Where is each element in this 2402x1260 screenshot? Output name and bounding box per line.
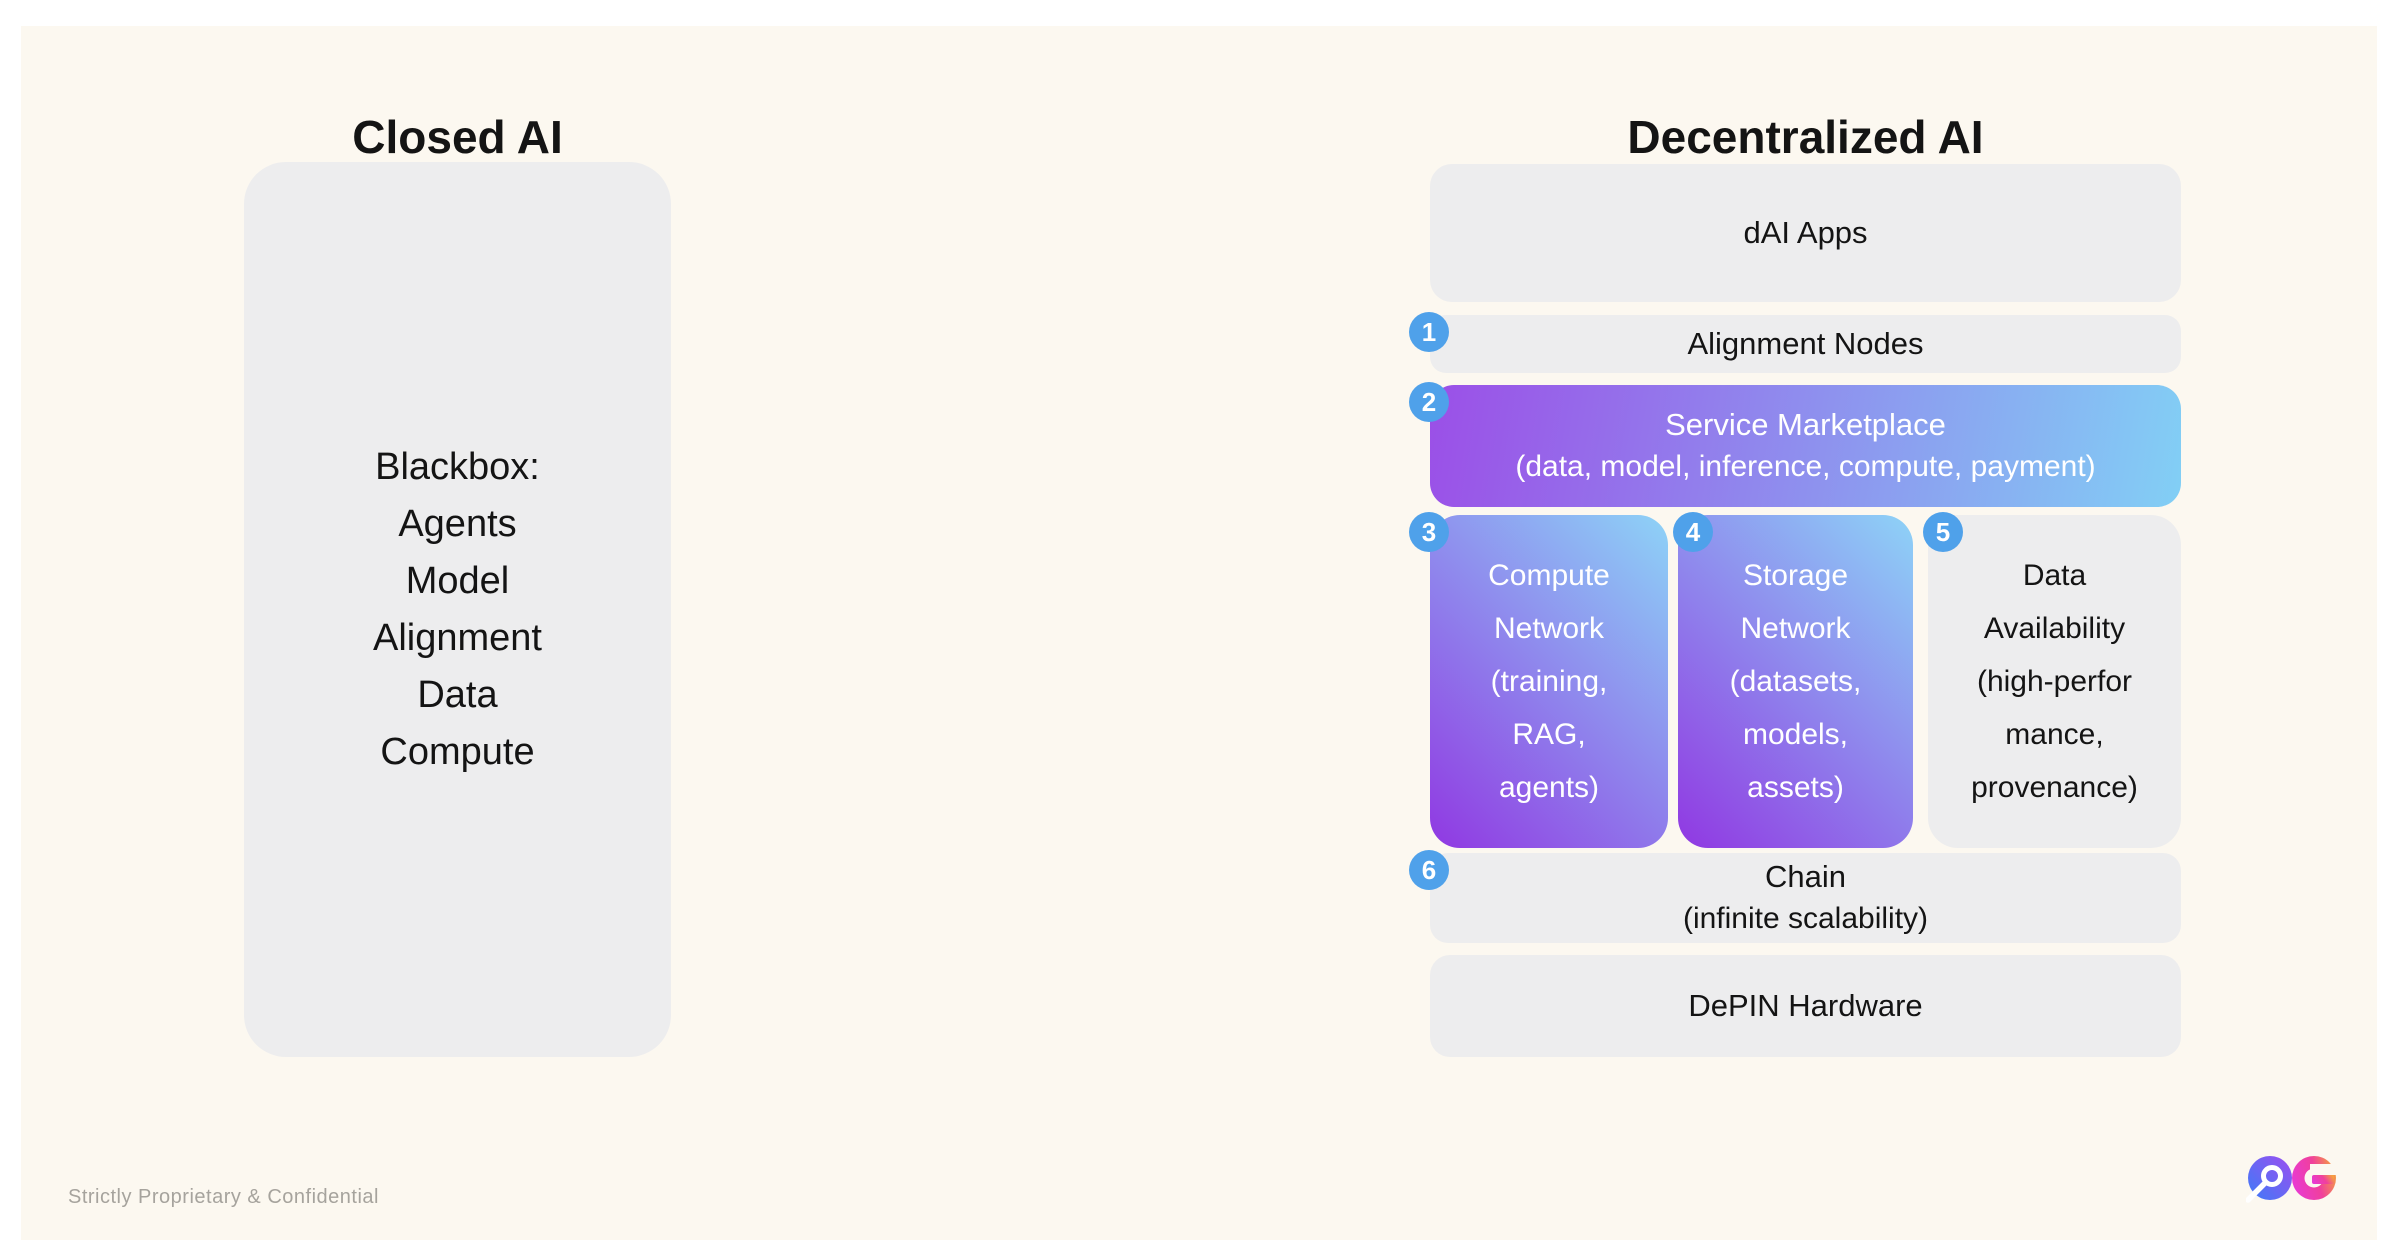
storage-network-text: Storage Network (datasets, models, asset… xyxy=(1729,559,1862,804)
storage-network-box: 4 Storage Network (datasets, models, ass… xyxy=(1673,512,1913,848)
dai-apps-box: dAI Apps xyxy=(1430,164,2181,302)
slide-background: Closed AI Blackbox: Agents Model Alignme… xyxy=(21,26,2377,1240)
logo-zero-glyph xyxy=(2246,1156,2292,1203)
data-availability-text: Data Availability (high-perfor mance, pr… xyxy=(1971,559,2138,804)
depin-hardware-box: DePIN Hardware xyxy=(1430,955,2181,1057)
service-marketplace-title: Service Marketplace xyxy=(1665,407,1946,442)
service-marketplace-box: 2 Service Marketplace (data, model, infe… xyxy=(1409,382,2181,507)
zero-g-logo-icon xyxy=(2246,1156,2338,1203)
closed-ai-box-text: Blackbox: Agents Model Alignment Data Co… xyxy=(373,445,542,773)
service-marketplace-subtitle: (data, model, inference, compute, paymen… xyxy=(1515,450,2096,483)
decentralized-ai-title: Decentralized AI xyxy=(1627,111,1984,163)
closed-ai-title: Closed AI xyxy=(352,111,563,163)
alignment-nodes-label: Alignment Nodes xyxy=(1687,326,1924,361)
chain-box: 6 Chain (infinite scalability) xyxy=(1409,850,2181,943)
compute-network-text: Compute Network (training, RAG, agents) xyxy=(1488,559,1610,804)
chain-subtitle: (infinite scalability) xyxy=(1682,902,1929,935)
alignment-nodes-box: 1 Alignment Nodes xyxy=(1409,312,2181,373)
badge-5: 5 xyxy=(1923,512,1963,552)
badge-4: 4 xyxy=(1673,512,1713,552)
dai-apps-label: dAI Apps xyxy=(1743,215,1868,250)
network-columns-row: 3 Compute Network (training, RAG, agents… xyxy=(1409,512,2181,848)
decentralized-ai-stack: dAI Apps 1 Alignment Nodes 2 Service Mar… xyxy=(1409,164,2181,1057)
compute-network-box: 3 Compute Network (training, RAG, agents… xyxy=(1409,512,1668,848)
chain-title: Chain xyxy=(1765,859,1846,894)
logo-g-glyph xyxy=(2292,1156,2338,1200)
badge-6: 6 xyxy=(1409,850,1449,890)
badge-3: 3 xyxy=(1409,512,1449,552)
badge-2: 2 xyxy=(1409,382,1449,422)
closed-ai-box: Blackbox: Agents Model Alignment Data Co… xyxy=(244,162,671,1057)
depin-hardware-label: DePIN Hardware xyxy=(1688,988,1923,1023)
confidentiality-note: Strictly Proprietary & Confidential xyxy=(68,1186,379,1208)
badge-1: 1 xyxy=(1409,312,1449,352)
data-availability-box: 5 Data Availability (high-perfor mance, … xyxy=(1923,512,2181,848)
